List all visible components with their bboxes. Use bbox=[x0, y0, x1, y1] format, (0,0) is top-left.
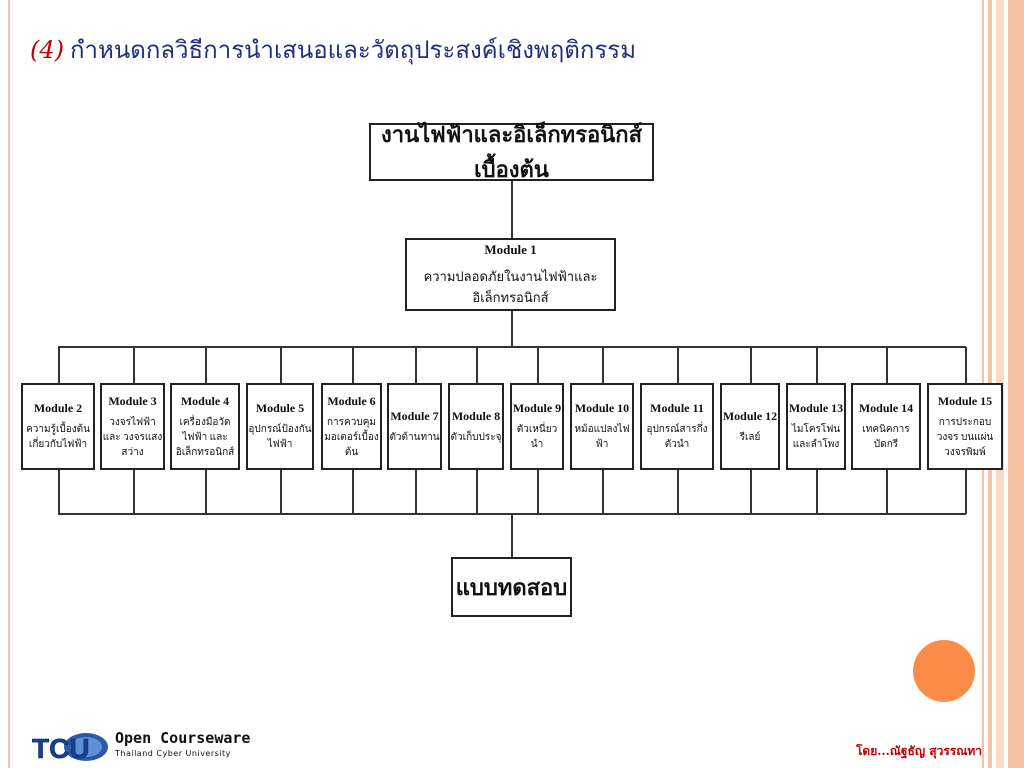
module-8-title: Module 8 bbox=[451, 408, 501, 423]
module-8-desc: ตัวเก็บประจุ bbox=[450, 431, 502, 443]
module-13-box: Module 13 ไมโครโฟน และลำโพง bbox=[786, 383, 846, 470]
module-2-title: Module 2 bbox=[33, 401, 83, 415]
tcu-logo: TCU Open Courseware Thailand Cyber Unive… bbox=[28, 727, 263, 765]
module-3-desc: วงจรไฟฟ้าและ วงจรแสงสว่าง bbox=[102, 416, 163, 458]
module-7-box: Module 7 ตัวต้านทาน bbox=[387, 383, 442, 470]
module-5-title: Module 5 bbox=[255, 401, 305, 415]
heading-text: กำหนดกลวิธีการนำเสนอและวัตถุประสงค์เชิงพ… bbox=[70, 36, 637, 64]
module-14-title: Module 14 bbox=[858, 401, 914, 415]
module-9-box: Module 9 ตัวเหนี่ยวนำ bbox=[510, 383, 564, 470]
module-10-box: Module 10 หม้อแปลงไฟฟ้า bbox=[570, 383, 634, 470]
test-box: แบบทดสอบ bbox=[451, 557, 572, 617]
module-13-title: Module 13 bbox=[788, 401, 844, 415]
module-2-box: Module 2 ความรู้เบื้องต้น เกี่ยวกับไฟฟ้า bbox=[21, 383, 95, 470]
module-12-lower-connector bbox=[750, 470, 752, 514]
module-13-desc: ไมโครโฟน และลำโพง bbox=[791, 424, 841, 450]
logo-tagline: Thailand Cyber University bbox=[115, 749, 231, 758]
module-14-box: Module 14 เทคนิคการบัดกรี bbox=[851, 383, 921, 470]
module-6-desc: การควบคุม มอเตอร์เบื้องต้น bbox=[324, 416, 379, 458]
module-2-lower-connector bbox=[58, 470, 60, 514]
module-8-upper-connector bbox=[476, 347, 478, 383]
module-1-desc: ความปลอดภัยในงานไฟฟ้าและอิเล็กทรอนิกส์ bbox=[423, 268, 598, 305]
module-9-lower-connector bbox=[537, 470, 539, 514]
module-12-upper-connector bbox=[750, 347, 752, 383]
module-12-box: Module 12 รีเลย์ bbox=[720, 383, 780, 470]
module-4-title: Module 4 bbox=[180, 393, 230, 408]
test-label: แบบทดสอบ bbox=[455, 574, 568, 600]
module-10-upper-connector bbox=[602, 347, 604, 383]
module-12-desc: รีเลย์ bbox=[739, 431, 761, 443]
module-7-title: Module 7 bbox=[390, 408, 439, 423]
module-4-upper-connector bbox=[205, 347, 207, 383]
module-6-lower-connector bbox=[352, 470, 354, 514]
heading-number: (4) bbox=[30, 36, 64, 64]
module-12-title: Module 12 bbox=[722, 408, 778, 423]
module-11-box: Module 11 อุปกรณ์สารกึ่งตัวนำ bbox=[640, 383, 714, 470]
module-5-upper-connector bbox=[280, 347, 282, 383]
module-3-lower-connector bbox=[133, 470, 135, 514]
module-14-upper-connector bbox=[886, 347, 888, 383]
module-11-lower-connector bbox=[677, 470, 679, 514]
module-14-desc: เทคนิคการบัดกรี bbox=[862, 424, 910, 450]
connector-bus-to-test bbox=[511, 514, 513, 557]
module-7-upper-connector bbox=[415, 347, 417, 383]
module-11-desc: อุปกรณ์สารกึ่งตัวนำ bbox=[646, 424, 708, 450]
module-6-title: Module 6 bbox=[327, 393, 376, 408]
module-11-title: Module 11 bbox=[650, 401, 704, 415]
top-bus-line bbox=[58, 346, 966, 348]
logo-name: Open Courseware bbox=[115, 729, 251, 747]
decorative-orange-circle bbox=[913, 640, 975, 702]
module-15-desc: การประกอบวงจร บนแผ่นวงจรพิมพ์ bbox=[936, 416, 994, 458]
module-2-desc: ความรู้เบื้องต้น เกี่ยวกับไฟฟ้า bbox=[26, 424, 90, 450]
root-topic-box: งานไฟฟ้าและอิเล็กทรอนิกส์เบื้องต้น bbox=[369, 122, 654, 182]
module-10-title: Module 10 bbox=[574, 401, 630, 415]
module-15-title: Module 15 bbox=[937, 393, 993, 408]
author-credit: โดย...ณัฐธัญ สุวรรณทา bbox=[855, 744, 982, 758]
module-7-desc: ตัวต้านทาน bbox=[389, 431, 440, 443]
module-5-desc: อุปกรณ์ป้องกันไฟฟ้า bbox=[248, 424, 312, 450]
module-11-upper-connector bbox=[677, 347, 679, 383]
module-9-upper-connector bbox=[537, 347, 539, 383]
tcu-badge-icon: TCU bbox=[32, 733, 108, 763]
module-1-title: Module 1 bbox=[484, 241, 537, 257]
module-10-lower-connector bbox=[602, 470, 604, 514]
module-15-lower-connector bbox=[965, 470, 967, 514]
module-9-title: Module 9 bbox=[512, 401, 562, 415]
connector-module1-to-bus bbox=[511, 311, 513, 347]
module-5-lower-connector bbox=[280, 470, 282, 514]
module-1-box: Module 1 ความปลอดภัยในงานไฟฟ้าและอิเล็กท… bbox=[405, 238, 616, 311]
module-6-upper-connector bbox=[352, 347, 354, 383]
module-6-box: Module 6 การควบคุม มอเตอร์เบื้องต้น bbox=[321, 383, 382, 470]
module-4-lower-connector bbox=[205, 470, 207, 514]
module-13-upper-connector bbox=[816, 347, 818, 383]
slide-heading: (4)กำหนดกลวิธีการนำเสนอและวัตถุประสงค์เช… bbox=[30, 30, 636, 69]
module-5-box: Module 5 อุปกรณ์ป้องกันไฟฟ้า bbox=[246, 383, 314, 470]
tcu-badge-text: TCU bbox=[32, 733, 90, 763]
connector-root-to-module1 bbox=[511, 181, 513, 238]
module-9-desc: ตัวเหนี่ยวนำ bbox=[516, 424, 558, 450]
left-frame-line bbox=[8, 0, 10, 768]
module-3-upper-connector bbox=[133, 347, 135, 383]
module-14-lower-connector bbox=[886, 470, 888, 514]
module-7-lower-connector bbox=[415, 470, 417, 514]
module-15-upper-connector bbox=[965, 347, 967, 383]
module-4-box: Module 4 เครื่องมือวัดไฟฟ้า และอิเล็กทรอน… bbox=[170, 383, 240, 470]
module-2-upper-connector bbox=[58, 347, 60, 383]
module-10-desc: หม้อแปลงไฟฟ้า bbox=[574, 424, 630, 450]
module-3-title: Module 3 bbox=[108, 393, 157, 408]
module-3-box: Module 3 วงจรไฟฟ้าและ วงจรแสงสว่าง bbox=[100, 383, 165, 470]
root-topic-label: งานไฟฟ้าและอิเล็กทรอนิกส์เบื้องต้น bbox=[380, 122, 643, 182]
module-13-lower-connector bbox=[816, 470, 818, 514]
module-8-lower-connector bbox=[476, 470, 478, 514]
module-15-box: Module 15 การประกอบวงจร บนแผ่นวงจรพิมพ์ bbox=[927, 383, 1003, 470]
module-4-desc: เครื่องมือวัดไฟฟ้า และอิเล็กทรอนิกส์ bbox=[175, 416, 235, 458]
module-8-box: Module 8 ตัวเก็บประจุ bbox=[448, 383, 504, 470]
